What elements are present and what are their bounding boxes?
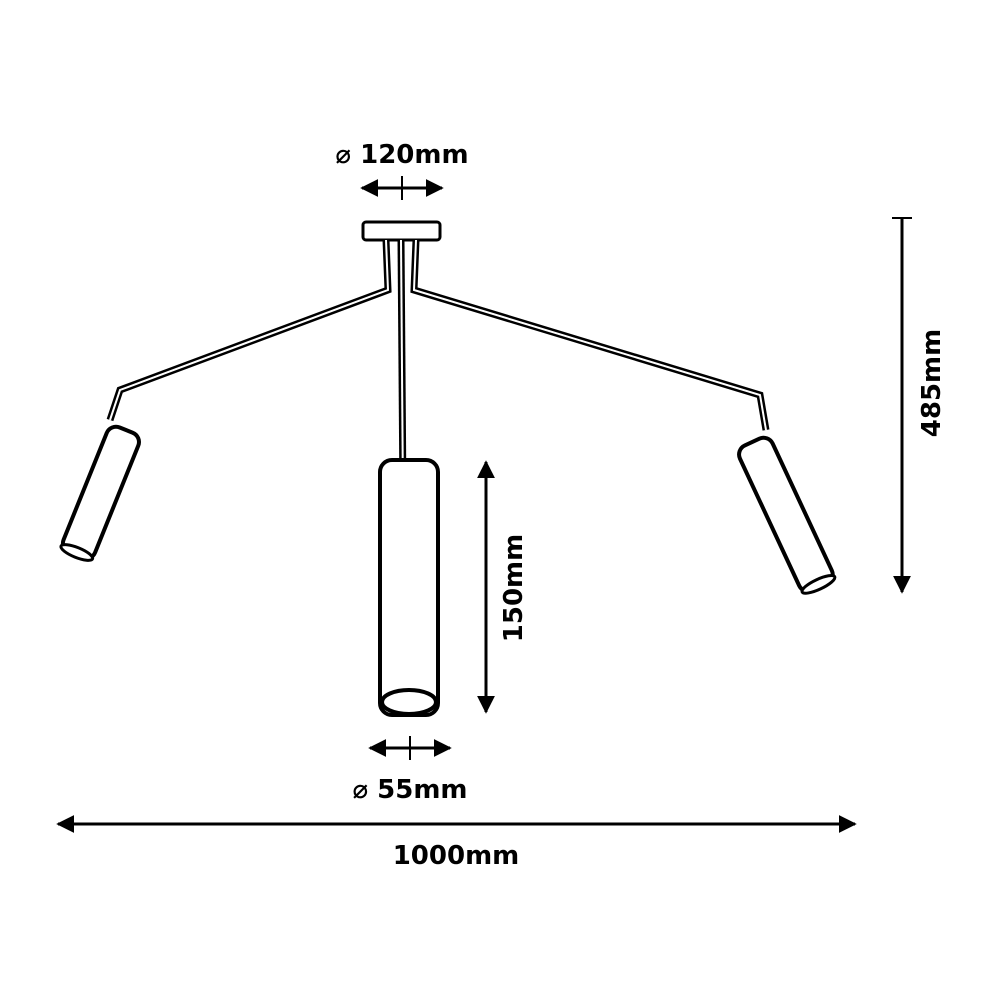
dimension-lines [56,176,912,833]
left-shade [59,424,141,562]
total-height-label: 485mm [917,329,947,437]
right-arm [410,239,770,431]
canopy [361,220,442,242]
left-arm [106,239,392,422]
shade-length-label: 150mm [499,534,529,642]
canopy-diameter-label: ⌀ 120mm [335,140,468,170]
center-shade [378,458,440,717]
shade-diameter-label: ⌀ 55mm [352,775,467,805]
lamp [59,220,837,717]
right-shade [737,435,837,595]
total-width-label: 1000mm [393,841,520,871]
